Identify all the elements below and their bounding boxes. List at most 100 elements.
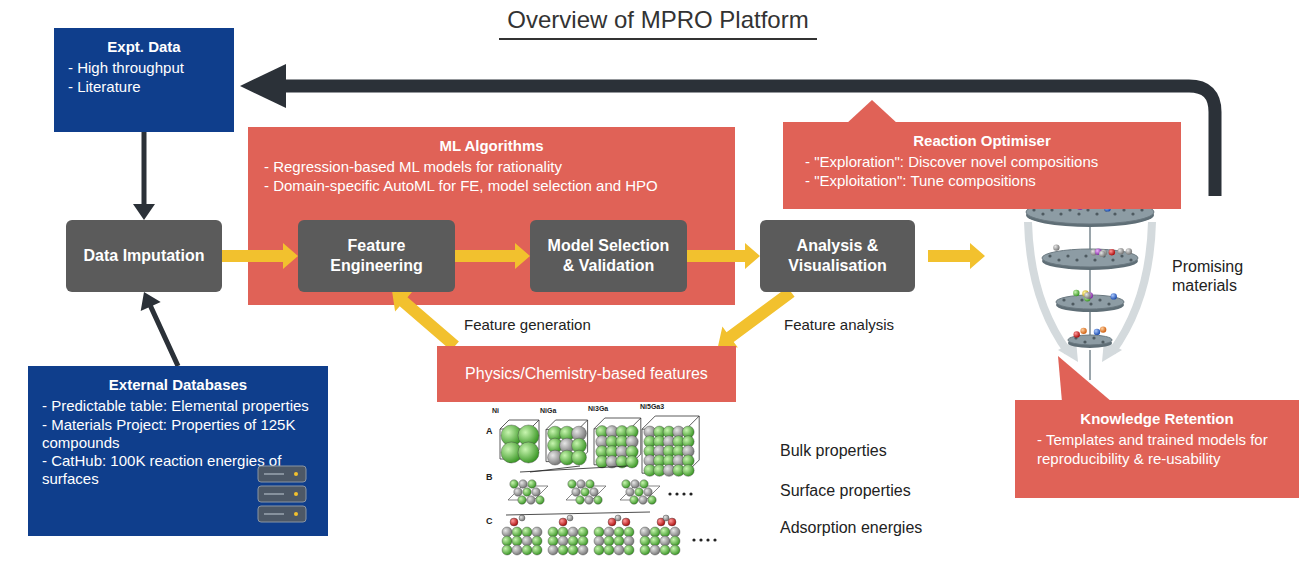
atom: [578, 527, 588, 537]
atom: [572, 488, 580, 496]
edge-label: Feature analysis: [782, 316, 896, 334]
sieve-hole: [1084, 254, 1087, 257]
sieve-disc: [1042, 249, 1138, 267]
atom: [512, 527, 522, 537]
atom: [624, 536, 634, 546]
box-list-item: - Materials Project: Properties of 125K …: [42, 416, 314, 453]
box-list-item: - Predictable table: Elemental propertie…: [42, 397, 314, 415]
atom: [568, 527, 578, 537]
box-list-item: - Regression-based ML models for rationa…: [264, 158, 719, 176]
algorithm-panel: ML Algorithms- Regression-based ML model…: [248, 127, 735, 305]
server-light: [294, 472, 298, 476]
material-ball: [1084, 292, 1090, 298]
property-label: Bulk properties: [780, 441, 887, 460]
atom: [567, 515, 573, 521]
atom: [670, 545, 680, 555]
atom: [548, 527, 558, 537]
atom: [604, 536, 614, 546]
atom: [502, 536, 512, 546]
server-slot: [264, 493, 284, 495]
box-label: Model Selection & Validation: [540, 236, 677, 276]
atom: [650, 527, 660, 537]
atom: [528, 480, 536, 488]
sieve-hole: [1113, 212, 1116, 215]
atom: [640, 536, 650, 546]
funnel-side-arrow: [1112, 222, 1152, 352]
sieve-hole: [1062, 298, 1065, 301]
atom: [568, 545, 578, 555]
process-box: Feature Engineering: [298, 220, 455, 292]
material-ball: [1109, 249, 1115, 255]
process-box: Data Imputation: [66, 220, 222, 292]
atom: [650, 536, 660, 546]
atom: [558, 527, 568, 537]
atom: [558, 536, 568, 546]
atom: [558, 545, 568, 555]
server-unit: [258, 466, 306, 482]
figure-label: NiGa: [540, 407, 556, 415]
atom: [624, 527, 634, 537]
atom: [510, 480, 518, 488]
output-label: Promising materials: [1172, 257, 1268, 295]
atom: [604, 527, 614, 537]
atom: [604, 545, 614, 555]
atom: [670, 527, 680, 537]
atom: [670, 536, 680, 546]
sieve-hole: [1111, 258, 1114, 261]
material-ball: [1073, 331, 1079, 337]
figure-label: A: [486, 426, 493, 437]
material-ball: [1080, 328, 1086, 334]
atom: [594, 545, 604, 555]
server-slot: [264, 473, 284, 475]
ellipsis-dot: [713, 538, 716, 541]
material-ball: [1053, 244, 1059, 250]
atom: [548, 536, 558, 546]
sieve-hole: [1059, 212, 1062, 215]
flow-arrow: [141, 292, 181, 367]
atom: [532, 527, 542, 537]
atom: [518, 496, 526, 504]
atom: [578, 536, 588, 546]
process-box: Analysis & Visualisation: [760, 220, 915, 292]
flow-arrow: [133, 132, 155, 220]
process-box: Model Selection & Validation: [530, 220, 687, 292]
sieve-hole: [1066, 254, 1069, 257]
property-label: Adsorption energies: [780, 518, 922, 537]
atom: [622, 518, 630, 526]
atom: [640, 545, 650, 555]
sieve-hole: [1120, 254, 1123, 257]
box-heading: External Databases: [42, 376, 314, 394]
ellipsis-dot: [692, 538, 695, 541]
figure-label: B: [486, 472, 493, 483]
box-label: Analysis & Visualisation: [770, 236, 905, 276]
feature-box: Physics/Chemistry-based features: [437, 346, 736, 402]
atom: [614, 536, 624, 546]
atom: [614, 545, 624, 555]
callout-tail: [846, 100, 898, 124]
atom: [502, 545, 512, 555]
atom: [614, 527, 624, 537]
atom: [640, 527, 650, 537]
atom: [650, 545, 660, 555]
material-ball: [1094, 329, 1100, 335]
server-slot: [264, 513, 284, 515]
return-arrow-head: [240, 64, 286, 108]
box-heading: Expt. Data: [68, 38, 220, 56]
atom: [626, 488, 634, 496]
sieve-hole: [1129, 258, 1132, 261]
material-ball: [1110, 293, 1116, 299]
atom: [512, 536, 522, 546]
flow-arrow: [222, 243, 298, 269]
leader-line: [520, 466, 628, 472]
material-ball: [1099, 251, 1105, 257]
atom: [577, 480, 585, 488]
atom: [660, 527, 670, 537]
atom: [615, 515, 621, 521]
callout-box: Reaction Optimiser- "Exploration": Disco…: [783, 122, 1181, 209]
box-label: Feature Engineering: [308, 236, 445, 276]
atom: [640, 480, 648, 488]
atom: [644, 488, 652, 496]
atom: [519, 480, 527, 488]
box-list-item: - Domain-specific AutoML for FE, model s…: [264, 177, 719, 195]
